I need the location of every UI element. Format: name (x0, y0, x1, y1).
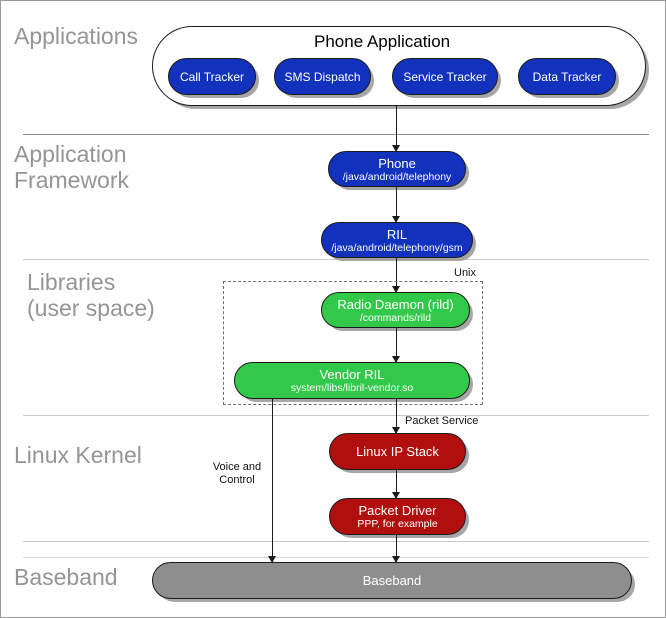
app-node-call-tracker-label: Call Tracker (179, 69, 244, 84)
baseband-node-title: Baseband (362, 573, 422, 588)
connector-phone-to-ril (396, 187, 398, 221)
library-node-radio-daemon-subtitle: /commands/rild (359, 311, 432, 324)
tier-label-applications: Applications (14, 23, 139, 49)
arrowhead-ril-to-rild (392, 286, 400, 293)
app-node-service-tracker-label: Service Tracker (403, 69, 487, 84)
unix-region-box (223, 281, 483, 405)
connector-ril-to-rild (396, 258, 398, 292)
arrowhead-phone-to-ril (392, 216, 400, 223)
phone-application-title: Phone Application (314, 32, 451, 51)
app-node-sms-dispatch-label: SMS Dispatch (284, 69, 361, 84)
unix-region-label: Unix (454, 267, 477, 279)
tier-label-baseband: Baseband (14, 564, 118, 590)
divider-applications-framework (23, 134, 649, 135)
arrowhead-voice-control-to-baseband (268, 556, 276, 563)
app-node-data-tracker-label: Data Tracker (532, 69, 602, 84)
tier-label-application-framework: Application Framework (14, 141, 130, 193)
app-node-service-tracker[interactable]: Service Tracker (392, 58, 498, 95)
framework-node-phone[interactable]: Phone /java/android/telephony (328, 151, 466, 187)
arrowhead-vendor-ril-to-ip-stack (392, 427, 400, 434)
arrowhead-apps-to-phone (392, 145, 400, 152)
edge-label-voice-and-control: Voice and Control (212, 461, 262, 486)
divider-framework-libraries (23, 259, 649, 260)
connector-voice-control-to-baseband (272, 399, 274, 562)
baseband-node[interactable]: Baseband (152, 562, 632, 599)
framework-node-ril-subtitle: /java/android/telephony/gsm (331, 241, 463, 254)
connector-packet-driver-to-baseband (396, 535, 398, 562)
framework-node-ril-title: RIL (386, 226, 408, 242)
framework-node-phone-subtitle: /java/android/telephony (342, 170, 452, 183)
library-node-vendor-ril-title: Vendor RIL (319, 367, 385, 382)
library-node-radio-daemon-title: Radio Daemon (rild) (337, 296, 454, 312)
framework-node-phone-title: Phone (378, 155, 416, 171)
app-node-data-tracker[interactable]: Data Tracker (518, 58, 616, 95)
edge-label-packet-service: Packet Service (405, 415, 479, 427)
connector-rild-to-vendor-ril (396, 328, 398, 362)
arrowhead-ip-stack-to-packet-driver (392, 492, 400, 499)
app-node-call-tracker[interactable]: Call Tracker (168, 58, 256, 95)
library-node-vendor-ril-subtitle: system/libs/libril-vendor.so (290, 382, 414, 394)
library-node-vendor-ril[interactable]: Vendor RIL system/libs/libril-vendor.so (234, 362, 470, 399)
kernel-node-linux-ip-stack[interactable]: Linux IP Stack (329, 433, 466, 470)
framework-node-ril[interactable]: RIL /java/android/telephony/gsm (321, 222, 473, 258)
arrowhead-rild-to-vendor-ril (392, 356, 400, 363)
kernel-node-packet-driver[interactable]: Packet Driver PPP, for example (329, 498, 466, 535)
app-node-sms-dispatch[interactable]: SMS Dispatch (274, 58, 371, 95)
divider-kernel-baseband (23, 541, 649, 542)
connector-apps-to-phone (396, 106, 398, 150)
kernel-node-packet-driver-title: Packet Driver (358, 503, 437, 518)
tier-label-linux-kernel: Linux Kernel (14, 442, 142, 468)
connector-ip-stack-to-packet-driver (396, 470, 398, 504)
arrowhead-packet-driver-to-baseband (392, 556, 400, 563)
divider-baseband-top (23, 557, 649, 558)
kernel-node-linux-ip-stack-title: Linux IP Stack (356, 444, 439, 459)
divider-libraries-kernel (23, 415, 649, 416)
tier-label-libraries: Libraries (user space) (27, 269, 155, 321)
connector-vendor-ril-to-ip-stack (396, 399, 398, 433)
kernel-node-packet-driver-subtitle: PPP, for example (357, 518, 438, 530)
library-node-radio-daemon[interactable]: Radio Daemon (rild) /commands/rild (321, 292, 470, 328)
